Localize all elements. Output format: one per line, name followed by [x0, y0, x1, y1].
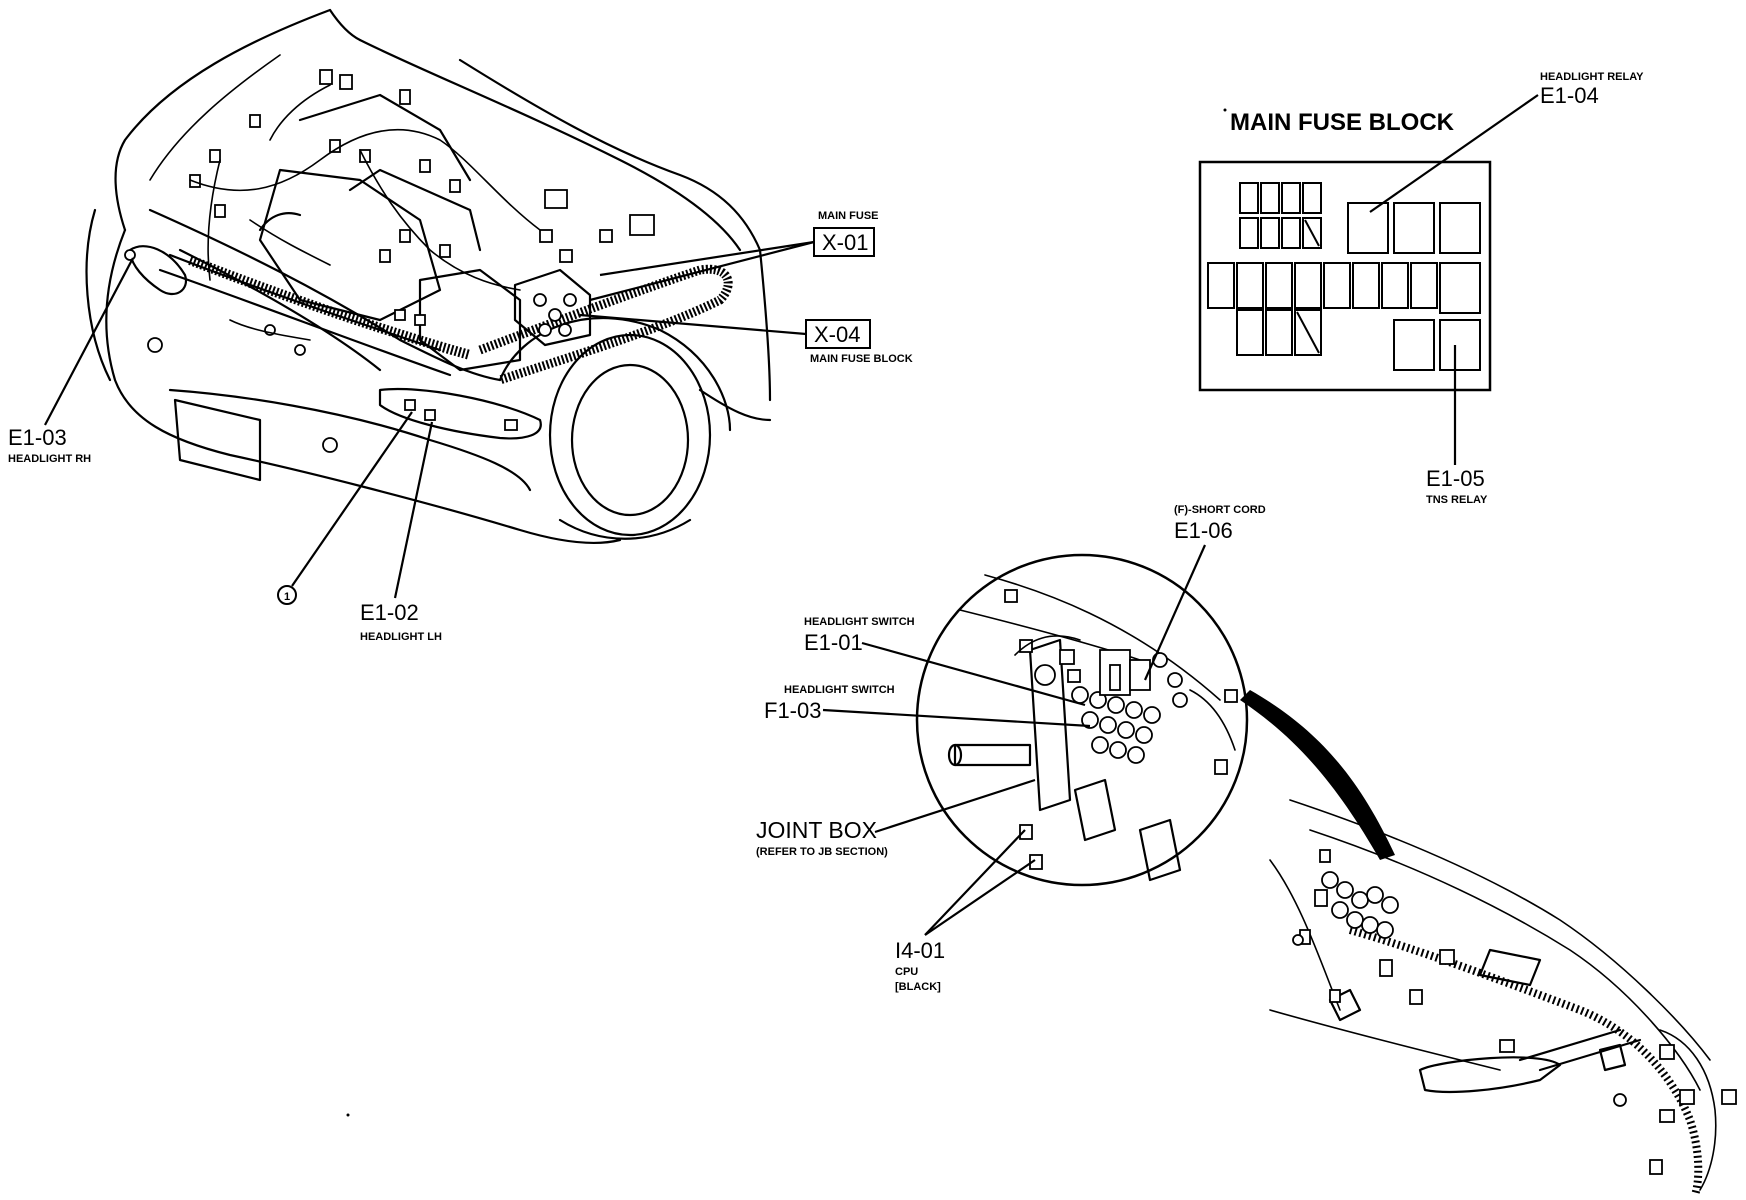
svg-text:F1-03: F1-03	[764, 698, 821, 723]
label-e1-05: E1-05 TNS RELAY	[1426, 345, 1488, 506]
fuse-grid	[1207, 182, 1481, 371]
label-x-01: MAIN FUSE X-01	[589, 210, 879, 302]
callout-1: 1	[277, 411, 413, 605]
svg-text:HEADLIGHT SWITCH: HEADLIGHT SWITCH	[804, 616, 915, 628]
svg-text:X-01: X-01	[822, 230, 868, 255]
joint-box-connectors	[1004, 589, 1238, 870]
harness-connectors	[124, 69, 655, 453]
svg-text:MAIN FUSE BLOCK: MAIN FUSE BLOCK	[1230, 109, 1455, 136]
svg-text:E1-04: E1-04	[1540, 83, 1599, 108]
dashboard-connectors	[1292, 849, 1737, 1175]
svg-text:HEADLIGHT RH: HEADLIGHT RH	[8, 453, 91, 465]
label-e1-01: HEADLIGHT SWITCH E1-01	[804, 616, 1086, 707]
svg-text:CPU: CPU	[895, 966, 918, 978]
svg-text:E1-02: E1-02	[360, 600, 419, 625]
svg-text:(F)-SHORT CORD: (F)-SHORT CORD	[1174, 504, 1266, 516]
svg-text:E1-03: E1-03	[8, 425, 67, 450]
svg-text:MAIN FUSE: MAIN FUSE	[818, 210, 879, 222]
main-fuse-block: MAIN FUSE BLOCK	[1198, 109, 1492, 392]
svg-text:E1-01: E1-01	[804, 630, 863, 655]
label-e1-02: E1-02 HEADLIGHT LH	[360, 421, 442, 643]
label-e1-04: HEADLIGHT RELAY E1-04	[1369, 71, 1644, 213]
svg-text:JOINT BOX: JOINT BOX	[756, 817, 877, 843]
svg-text:[BLACK]: [BLACK]	[895, 981, 941, 993]
engine-compartment-drawing	[85, 8, 772, 545]
label-x-04: X-04 MAIN FUSE BLOCK	[579, 313, 913, 365]
svg-text:X-04: X-04	[814, 322, 860, 347]
label-joint-box: JOINT BOX (REFER TO JB SECTION)	[756, 778, 1036, 858]
svg-text:I4-01: I4-01	[895, 938, 945, 963]
dashboard-drawing	[1269, 799, 1737, 1197]
svg-text:(REFER TO JB SECTION): (REFER TO JB SECTION)	[756, 846, 888, 858]
svg-text:MAIN FUSE BLOCK: MAIN FUSE BLOCK	[810, 353, 913, 365]
label-f1-03: HEADLIGHT SWITCH F1-03	[764, 684, 1091, 728]
svg-text:1: 1	[284, 591, 290, 603]
svg-text:TNS RELAY: TNS RELAY	[1426, 494, 1488, 506]
svg-text:E1-06: E1-06	[1174, 518, 1233, 543]
svg-text:HEADLIGHT SWITCH: HEADLIGHT SWITCH	[784, 684, 895, 696]
svg-text:HEADLIGHT RELAY: HEADLIGHT RELAY	[1540, 71, 1644, 83]
label-i4-01: I4-01 CPU [BLACK]	[895, 829, 1036, 993]
svg-text:E1-05: E1-05	[1426, 466, 1485, 491]
svg-text:HEADLIGHT LH: HEADLIGHT LH	[360, 631, 442, 643]
label-e1-03: E1-03 HEADLIGHT RH	[8, 257, 134, 465]
label-e1-06: (F)-SHORT CORD E1-06	[1143, 504, 1266, 681]
